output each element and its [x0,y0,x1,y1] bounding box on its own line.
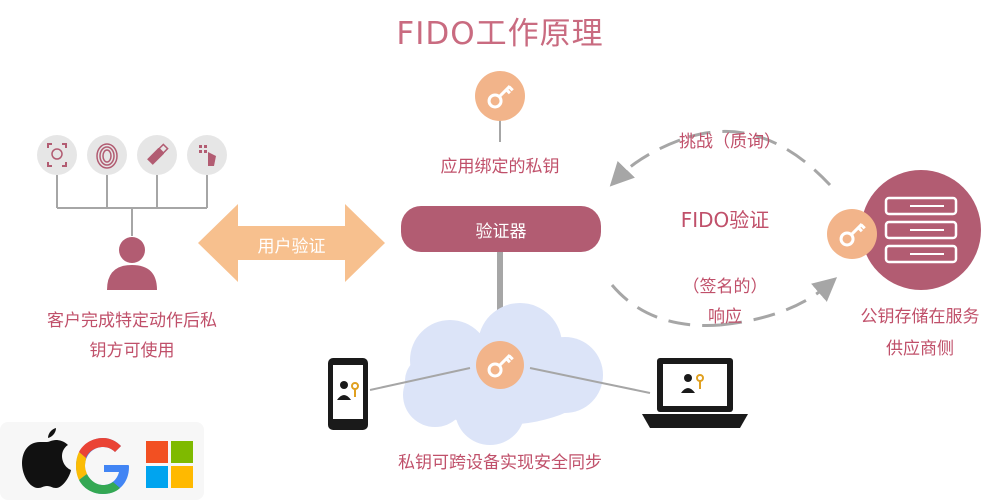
laptop-icon [642,358,748,428]
phone-link-line [369,367,471,391]
server-caption-line-1: 公钥存储在服务 [860,307,980,327]
server-caption-line-2: 供应商侧 [886,339,954,359]
user-caption-line-1: 客户完成特定动作后私 [47,311,217,331]
response-label-line-2: 响应 [708,307,742,327]
microsoft-logo [146,441,193,488]
sync-caption: 私钥可跨设备实现安全同步 [398,453,602,473]
response-arrow [610,277,838,327]
user-verify-arrow [198,204,385,282]
phone-icon [328,358,368,430]
fingerprint-icon [87,135,127,175]
page-title: FIDO工作原理 [396,16,604,52]
apple-logo [22,428,71,488]
app-key-label: 应用绑定的私钥 [440,157,560,177]
user-avatar-icon [107,237,157,290]
biometric-tree-lines [56,175,208,236]
server-key-icon [827,209,877,259]
fido-verify-label: FIDO验证 [680,208,770,232]
cloud-key-icon [476,341,524,389]
app-key-icon [475,71,525,142]
google-logo [76,438,129,494]
face-id-icon [37,135,77,175]
laptop-link-line [529,367,651,394]
user-caption-line-2: 钥方可使用 [89,341,175,361]
response-label-line-1: （签名的） [682,277,768,297]
authenticator-label: 验证器 [475,221,527,242]
server-icon [861,170,981,290]
challenge-arrow [609,129,832,187]
usb-key-icon [137,135,177,175]
challenge-label: 挑战（质询） [679,132,781,152]
authenticator-pill: 验证器 [401,206,601,252]
pin-touch-icon [187,135,227,175]
user-verify-label: 用户验证 [257,237,326,257]
